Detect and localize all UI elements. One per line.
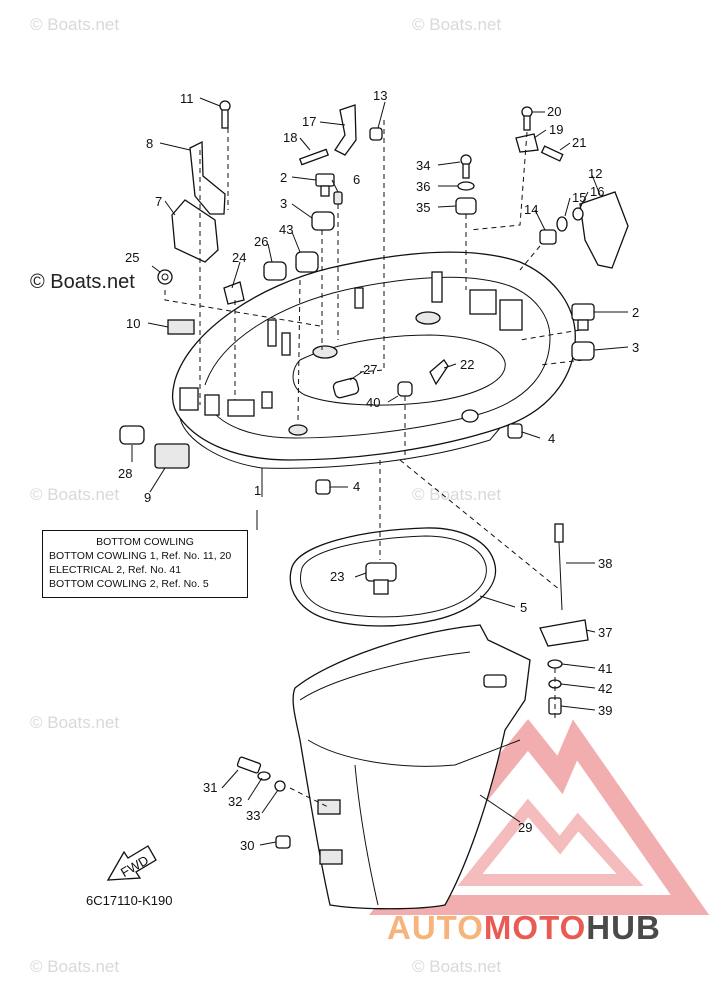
callout: 40 bbox=[366, 395, 380, 410]
watermark: © Boats.net bbox=[30, 485, 119, 504]
callout: 28 bbox=[118, 466, 132, 481]
reference-line: BOTTOM COWLING 1, Ref. No. 11, 20 bbox=[49, 550, 232, 562]
watermark: © Boats.net bbox=[30, 957, 119, 976]
callout: 43 bbox=[279, 222, 293, 237]
callout: 20 bbox=[547, 104, 561, 119]
callout: 7 bbox=[155, 194, 162, 209]
callout: 3 bbox=[280, 196, 287, 211]
watermark: © Boats.net bbox=[30, 713, 119, 732]
brand-logo: AUTOMOTOHUB bbox=[387, 909, 661, 947]
watermark: © Boats.net bbox=[412, 485, 501, 504]
callout: 38 bbox=[598, 556, 612, 571]
callout: 3 bbox=[632, 340, 639, 355]
reference-line: BOTTOM COWLING 2, Ref. No. 5 bbox=[49, 578, 209, 590]
callout: 22 bbox=[460, 357, 474, 372]
callout: 6 bbox=[353, 172, 360, 187]
callout: 32 bbox=[228, 794, 242, 809]
callout: 2 bbox=[632, 305, 639, 320]
callout: 21 bbox=[572, 135, 586, 150]
fwd-arrow-icon: FWD bbox=[106, 845, 157, 881]
callout: 10 bbox=[126, 316, 140, 331]
callout: 31 bbox=[203, 780, 217, 795]
callout: 14 bbox=[524, 202, 538, 217]
callout-numbers: 11 8 7 25 10 28 9 24 26 43 17 18 13 2 6 … bbox=[118, 88, 639, 853]
callout: 4 bbox=[353, 479, 360, 494]
watermark: © Boats.net bbox=[30, 15, 119, 34]
callout: 13 bbox=[373, 88, 387, 103]
callout: 42 bbox=[598, 681, 612, 696]
small-parts bbox=[119, 100, 629, 849]
bottom-cowling-tray bbox=[171, 251, 576, 480]
callout: 39 bbox=[598, 703, 612, 718]
callout: 15 bbox=[572, 190, 586, 205]
callout: 29 bbox=[518, 820, 532, 835]
callout: 5 bbox=[520, 600, 527, 615]
reference-box: BOTTOM COWLING BOTTOM COWLING 1, Ref. No… bbox=[42, 530, 248, 598]
reference-title: BOTTOM COWLING bbox=[96, 536, 194, 548]
callout: 34 bbox=[416, 158, 430, 173]
callout: 36 bbox=[416, 179, 430, 194]
callout: 9 bbox=[144, 490, 151, 505]
leader-lines bbox=[131, 97, 629, 846]
watermark: © Boats.net bbox=[412, 15, 501, 34]
callout: 25 bbox=[125, 250, 139, 265]
watermark-layer: © Boats.net © Boats.net © Boats.net © Bo… bbox=[30, 15, 501, 976]
watermark-large: © Boats.net bbox=[30, 271, 135, 293]
diagram-code: 6C17110-K190 bbox=[86, 893, 173, 908]
callout: 24 bbox=[232, 250, 246, 265]
reference-line: ELECTRICAL 2, Ref. No. 41 bbox=[49, 564, 182, 576]
callout: 17 bbox=[302, 114, 316, 129]
callout: 35 bbox=[416, 200, 430, 215]
callout: 11 bbox=[180, 91, 194, 106]
callout: 30 bbox=[240, 838, 254, 853]
callout: 12 bbox=[588, 166, 602, 181]
callout: 33 bbox=[246, 808, 260, 823]
brand-part-auto: AUTO bbox=[387, 909, 484, 946]
callout: 23 bbox=[330, 569, 344, 584]
callout: 18 bbox=[283, 130, 297, 145]
callout: 16 bbox=[590, 184, 604, 199]
callout: 8 bbox=[146, 136, 153, 151]
callout: 27 bbox=[363, 362, 377, 377]
brand-logo-mark bbox=[369, 719, 710, 915]
brand-part-moto: MOTO bbox=[483, 909, 587, 946]
callout: 19 bbox=[549, 122, 563, 137]
callout: 4 bbox=[548, 431, 555, 446]
callout: 2 bbox=[280, 170, 287, 185]
callout: 41 bbox=[598, 661, 612, 676]
callout: 26 bbox=[254, 234, 268, 249]
bottom-cowling-shell bbox=[292, 624, 531, 910]
watermark: © Boats.net bbox=[412, 957, 501, 976]
callout: 1 bbox=[254, 483, 261, 498]
brand-part-hub: HUB bbox=[586, 909, 661, 946]
callout: 37 bbox=[598, 625, 612, 640]
